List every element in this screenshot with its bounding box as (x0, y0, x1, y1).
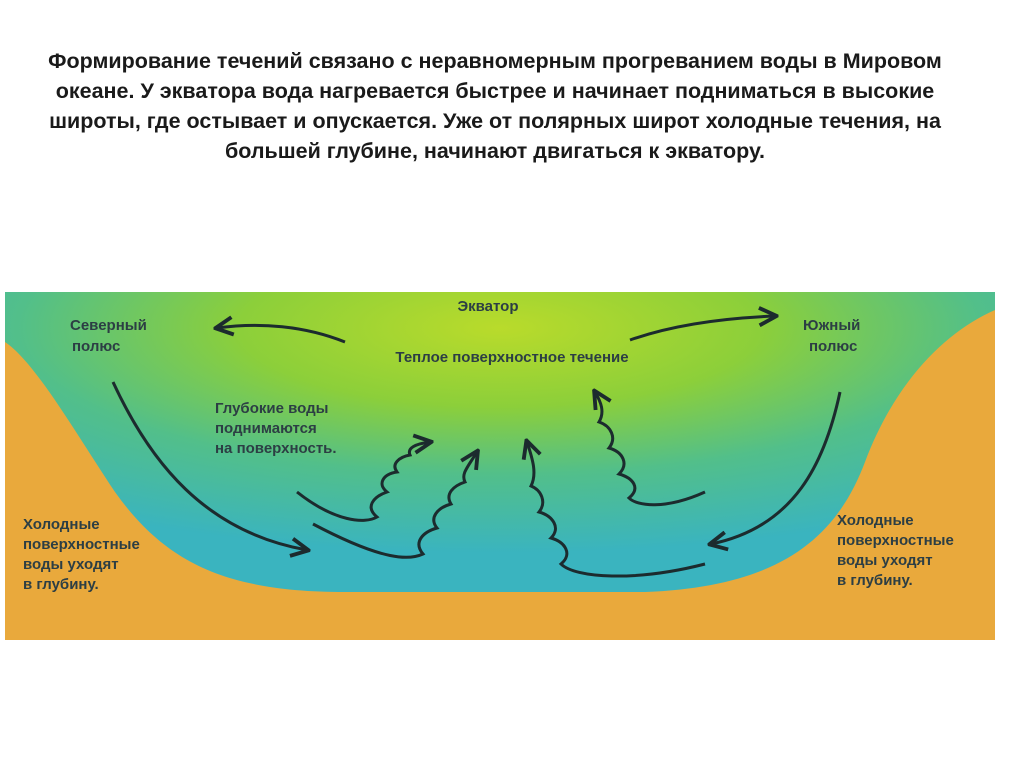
ocean-area (5, 292, 995, 592)
caption-text: Формирование течений связано с неравноме… (48, 49, 942, 163)
rising-arrow-left-2 (312, 452, 477, 559)
south-pole-label: Южный полюс (803, 317, 865, 355)
cold-current-arrow-left (111, 381, 307, 550)
cold-water-label-right: Холодные поверхностные воды уходят в глу… (837, 512, 958, 589)
cold-water-label-left: Холодные поверхностные воды уходят в глу… (23, 516, 144, 593)
warm-current-arrow-left (217, 325, 346, 344)
warm-current-arrow-right (629, 316, 775, 342)
rising-arrow-right-1 (595, 392, 706, 507)
ocean-currents-diagram: Экватор Северный полюс Южный полюс Тепло… (5, 292, 995, 640)
cold-current-arrow-right (711, 391, 842, 544)
deep-water-label: Глубокие воды поднимаются на поверхность… (215, 400, 337, 457)
north-pole-label: Северный полюс (70, 317, 151, 355)
rising-arrow-left-1 (296, 442, 430, 522)
warm-current-label: Теплое поверхностное течение (395, 349, 628, 366)
rising-arrow-right-2 (527, 442, 706, 578)
equator-label: Экватор (457, 298, 518, 315)
